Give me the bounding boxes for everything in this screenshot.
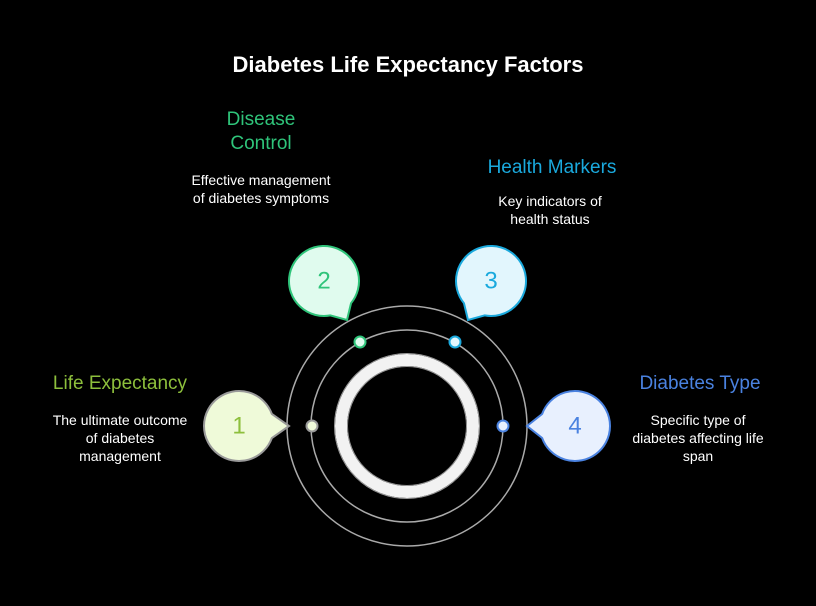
factor-4-heading: Diabetes Type	[639, 373, 761, 394]
factor-2-dot	[353, 335, 367, 349]
factor-2-number: 2	[317, 268, 330, 295]
factor-4-bubble	[525, 390, 611, 462]
factor-2-bubble	[288, 245, 360, 322]
factor-4-number: 4	[568, 413, 581, 440]
factor-3-heading: Health Markers	[487, 157, 617, 178]
factor-3-number: 3	[484, 268, 497, 295]
factor-1-bubble	[203, 390, 291, 462]
factor-3-dot	[448, 335, 462, 349]
diagram-title: Diabetes Life Expectancy Factors	[232, 52, 584, 77]
outer-ring	[286, 305, 528, 547]
factor-3-description: Key indicators of health status	[498, 193, 602, 227]
factor-1-dot	[305, 419, 319, 433]
factor-1-heading: Life Expectancy	[52, 373, 188, 394]
factor-1-description: The ultimate outcome of diabetes managem…	[52, 412, 188, 464]
inner-ring	[335, 354, 479, 498]
inner-ring-edge	[334, 353, 480, 499]
factor-1-number: 1	[232, 413, 245, 440]
factor-2-description: Effective management of diabetes symptom…	[191, 172, 331, 206]
factor-2-heading: Disease Control	[226, 109, 296, 154]
factor-4-dot	[496, 419, 510, 433]
factor-4-description: Specific type of diabetes affecting life…	[632, 412, 764, 464]
inner-ring-edge	[347, 366, 467, 486]
factor-3-bubble	[455, 245, 527, 322]
